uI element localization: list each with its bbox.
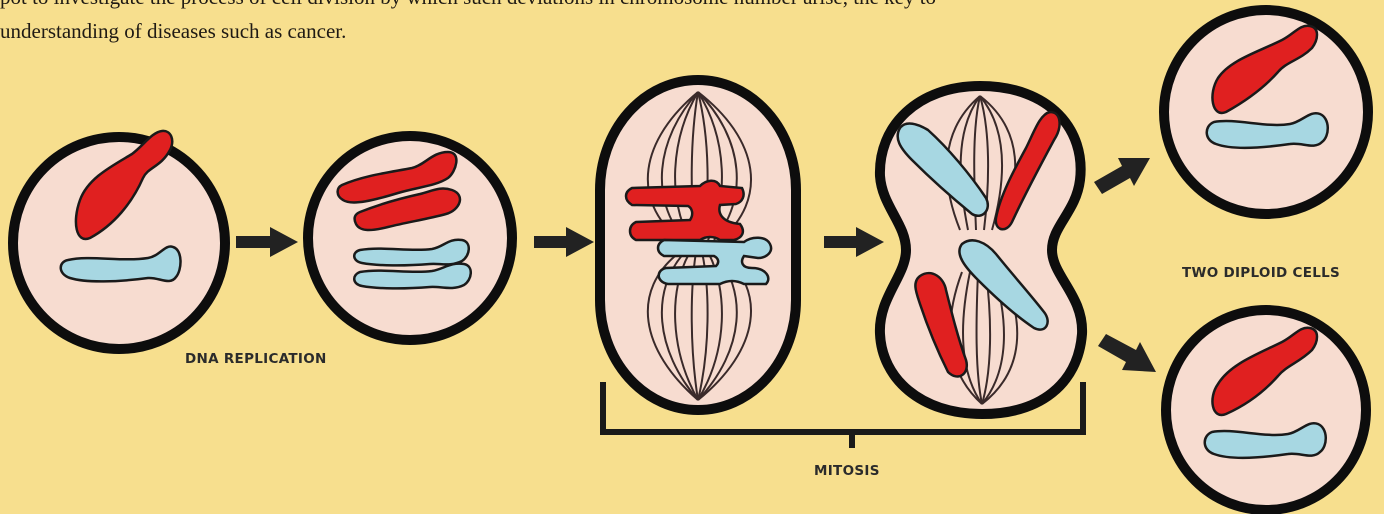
cell-initial [13, 131, 225, 349]
label-dna-replication: DNA REPLICATION [185, 351, 327, 367]
cell-daughter-lower [1166, 310, 1366, 510]
cell-metaphase [600, 80, 796, 410]
label-two-diploid-cells: TWO DIPLOID CELLS [1182, 265, 1340, 281]
label-mitosis: MITOSIS [814, 463, 880, 479]
intro-text-line-1: pot to investigate the process of cell d… [0, 0, 936, 9]
cell-daughter-upper [1164, 10, 1368, 214]
cell-replicated [308, 136, 512, 340]
cell-anaphase [880, 86, 1082, 414]
intro-text-line-2: understanding of diseases such as cancer… [0, 19, 346, 43]
